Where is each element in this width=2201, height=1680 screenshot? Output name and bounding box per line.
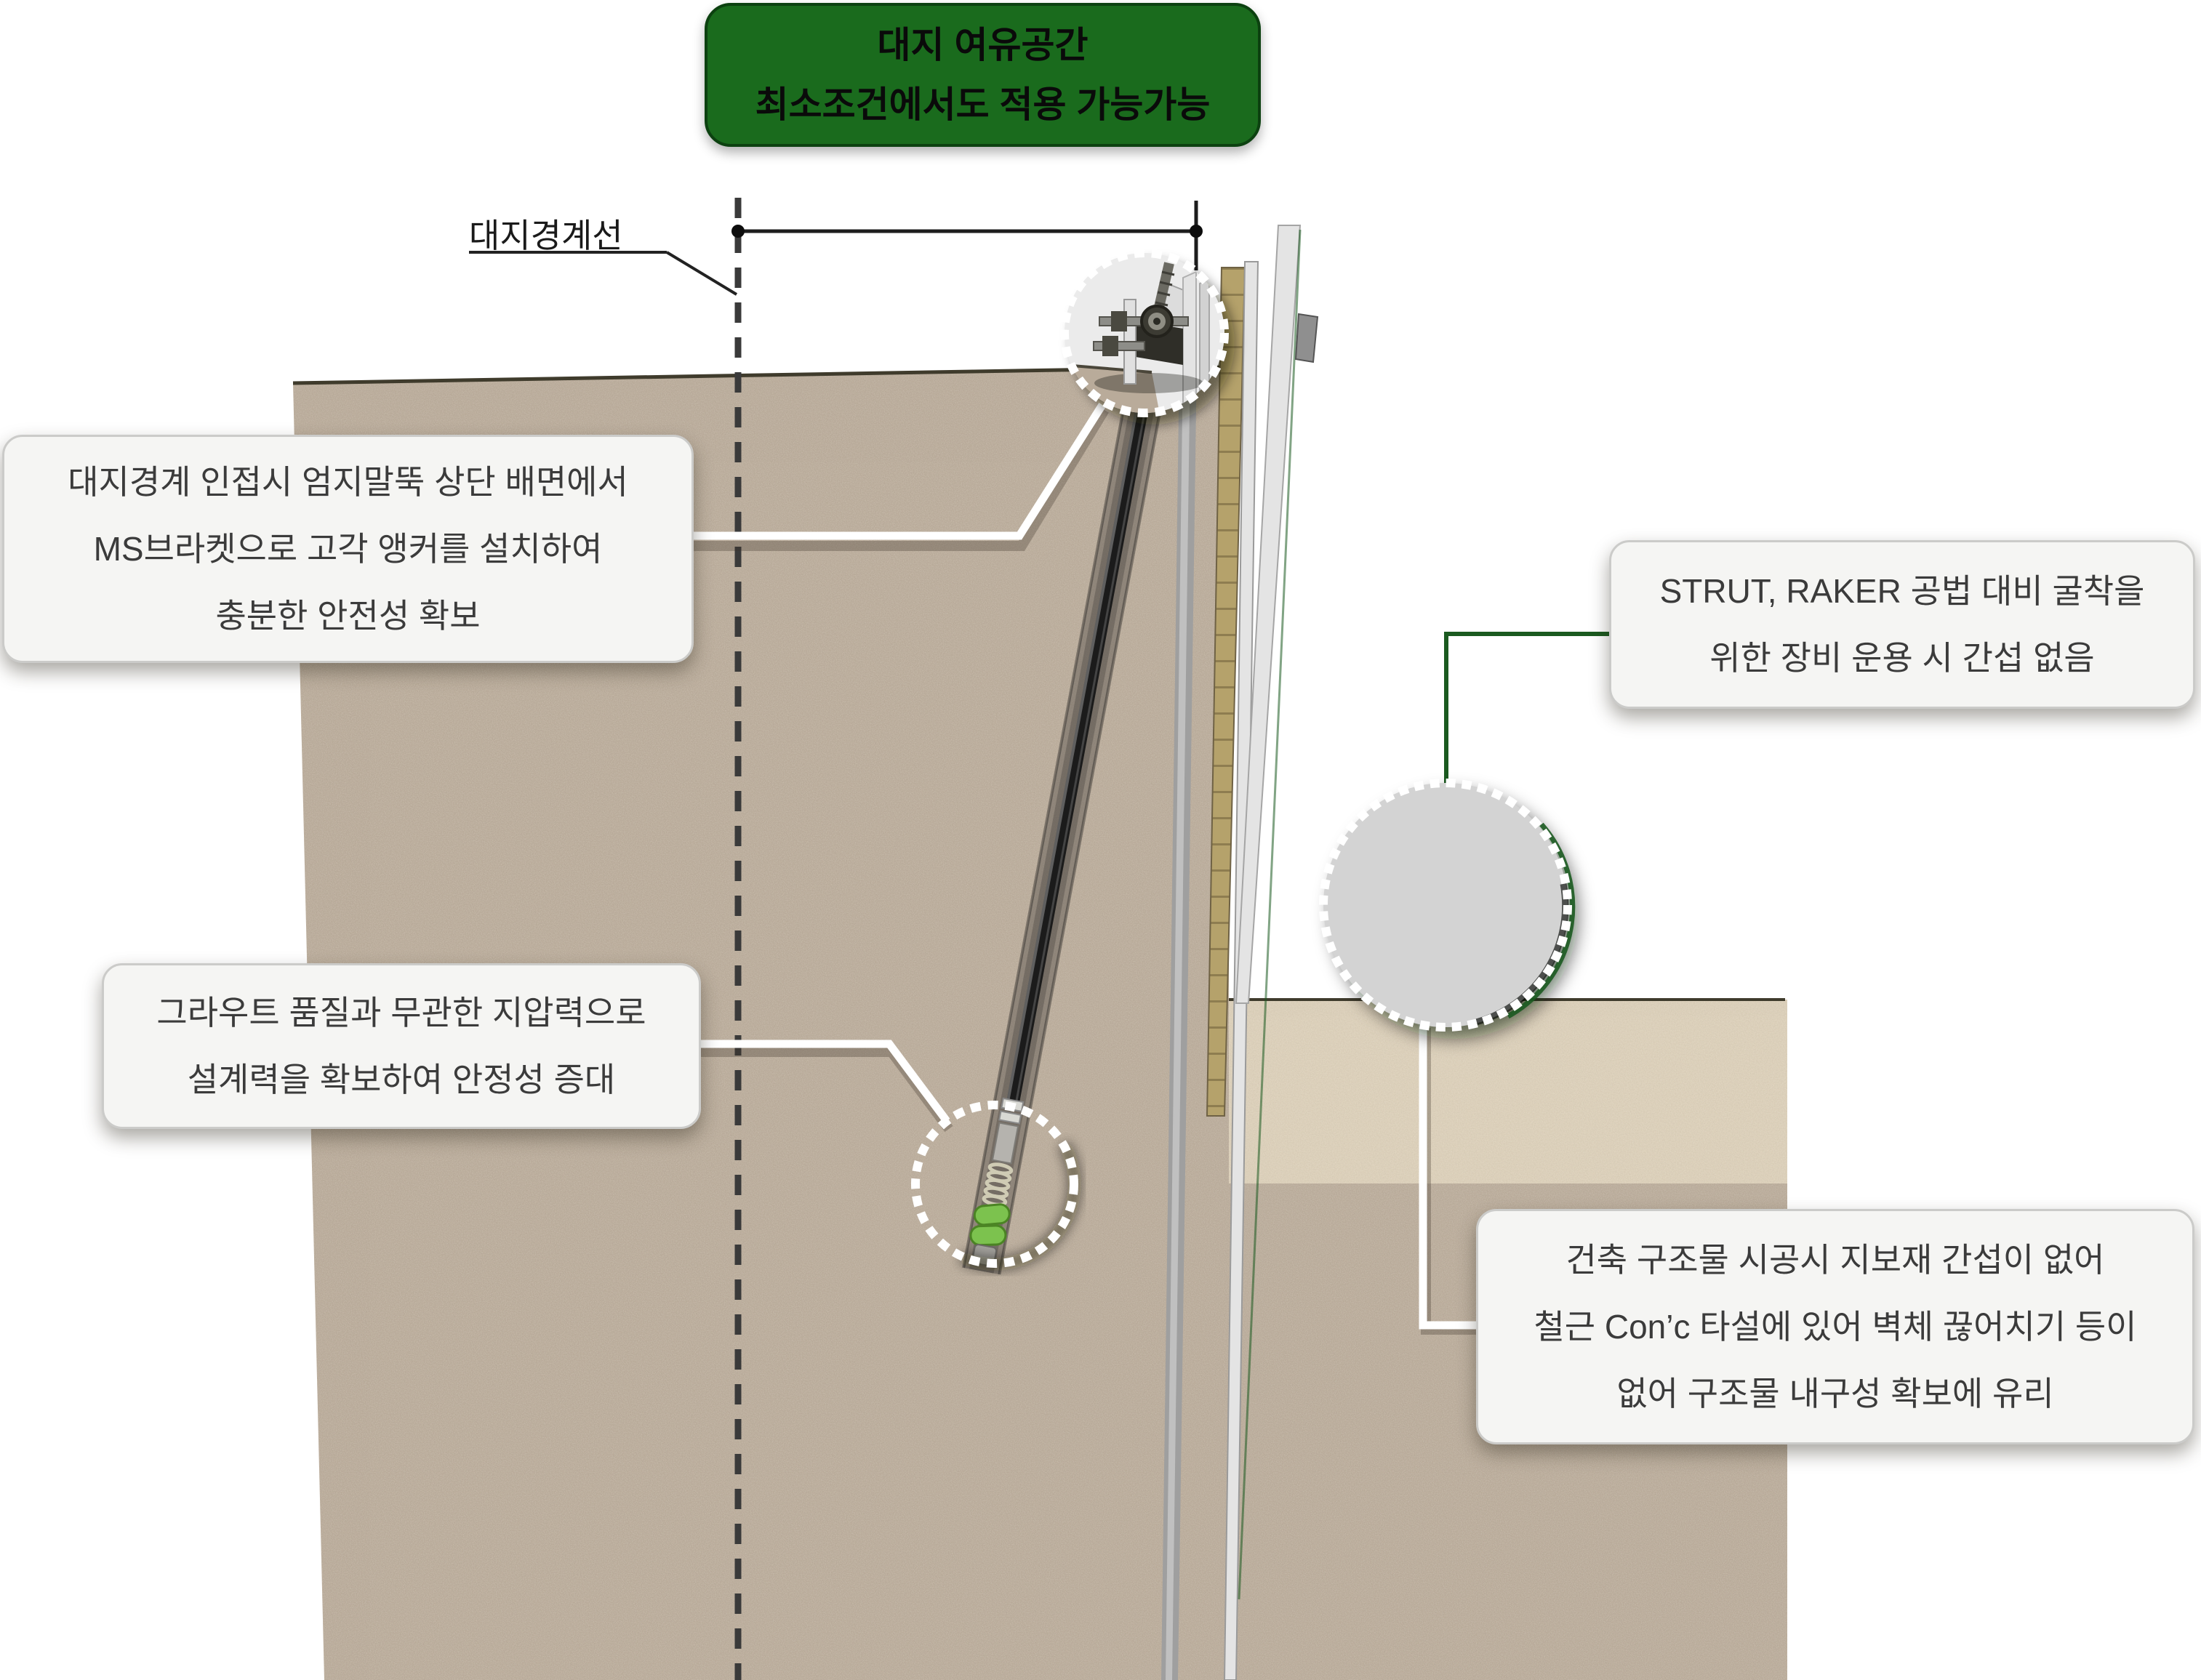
magnifier-circle-right xyxy=(1319,779,1578,1039)
wall-anchor-bracket-tab xyxy=(1294,313,1319,363)
wall-front-fin xyxy=(1235,225,1302,1004)
connector-circle-to-right-bottom xyxy=(1419,1024,1478,1330)
boundary-label-leader xyxy=(469,251,738,296)
callout-right-bottom-line-3: 없어 구조물 내구성 확보에 유리 xyxy=(1616,1375,2054,1412)
magnifier-circle-anchor-tip xyxy=(911,1101,1081,1271)
callout-left-top-line-3: 충분한 안전성 확보 xyxy=(215,597,481,635)
magnifier-dashed-ring-right xyxy=(1319,779,1572,1032)
leader-left-top-shadow xyxy=(686,407,1109,551)
magnifier-dashed-ring-bottom xyxy=(911,1101,1078,1268)
dimension-dot-left xyxy=(731,225,745,238)
magnifier-dashed-ring-top xyxy=(1060,249,1229,417)
leader-left-top xyxy=(683,403,1106,540)
dimension-dot-right xyxy=(1190,225,1203,238)
callout-left-bottom: 그라우트 품질과 무관한 지압력으로 설계력을 확보하여 안정성 증대 xyxy=(102,963,701,1129)
callout-right-top: STRUT, RAKER 공법 대비 굴착을 위한 장비 운용 시 간섭 없음 xyxy=(1609,540,2195,709)
anchor-tendon xyxy=(1006,308,1167,1104)
site-boundary-label: 대지경계선 xyxy=(469,217,623,254)
callout-right-top-line-2: 위한 장비 운용 시 간섭 없음 xyxy=(1709,639,2095,677)
callout-left-top-line-1: 대지경계 인접시 엄지말뚝 상단 배면에서 xyxy=(68,463,628,501)
leader-left-bottom xyxy=(691,1040,950,1124)
wall-timber-lagging xyxy=(1206,267,1246,1117)
callout-right-bottom-line-2: 철근 Con’c 타설에 있어 벽체 끊어치기 등이 xyxy=(1534,1308,2137,1346)
callout-left-bottom-line-2: 설계력을 확보하여 안정성 증대 xyxy=(187,1061,616,1098)
connector-right-top xyxy=(1436,624,1611,788)
callout-left-top-line-2: MS브라켓으로 고각 앵커를 설치하여 xyxy=(93,530,603,568)
title-banner: 대지 여유공간 최소조건에서도 적용 가능가능 xyxy=(705,3,1261,147)
anchor-tip-assembly xyxy=(969,1097,1025,1267)
connector-green-line xyxy=(1444,632,1611,788)
callout-left-top: 대지경계 인접시 엄지말뚝 상단 배면에서 MS브라켓으로 고각 앵커를 설치하… xyxy=(2,435,694,663)
retaining-wall xyxy=(1161,225,1319,1680)
wall-face-green-edge xyxy=(1238,229,1302,1600)
callout-left-bottom-line-1: 그라우트 품질과 무관한 지압력으로 xyxy=(156,994,646,1032)
callout-right-bottom-line-1: 건축 구조물 시공시 지보재 간섭이 없어 xyxy=(1565,1241,2105,1279)
ground-anchor xyxy=(962,308,1169,1275)
gray-detail-circle xyxy=(1323,783,1568,1027)
bracket-tie-rod-lower xyxy=(1093,341,1145,351)
title-line-1: 대지 여유공간 xyxy=(877,25,1089,65)
title-line-2: 최소조건에서도 적용 가능가능 xyxy=(755,84,1211,125)
callout-right-top-line-1: STRUT, RAKER 공법 대비 굴착을 xyxy=(1659,572,2145,610)
anchor-expansion-body xyxy=(973,1203,1011,1226)
callout-right-bottom: 건축 구조물 시공시 지보재 간섭이 없어 철근 Con’c 타설에 있어 벽체… xyxy=(1476,1209,2194,1444)
